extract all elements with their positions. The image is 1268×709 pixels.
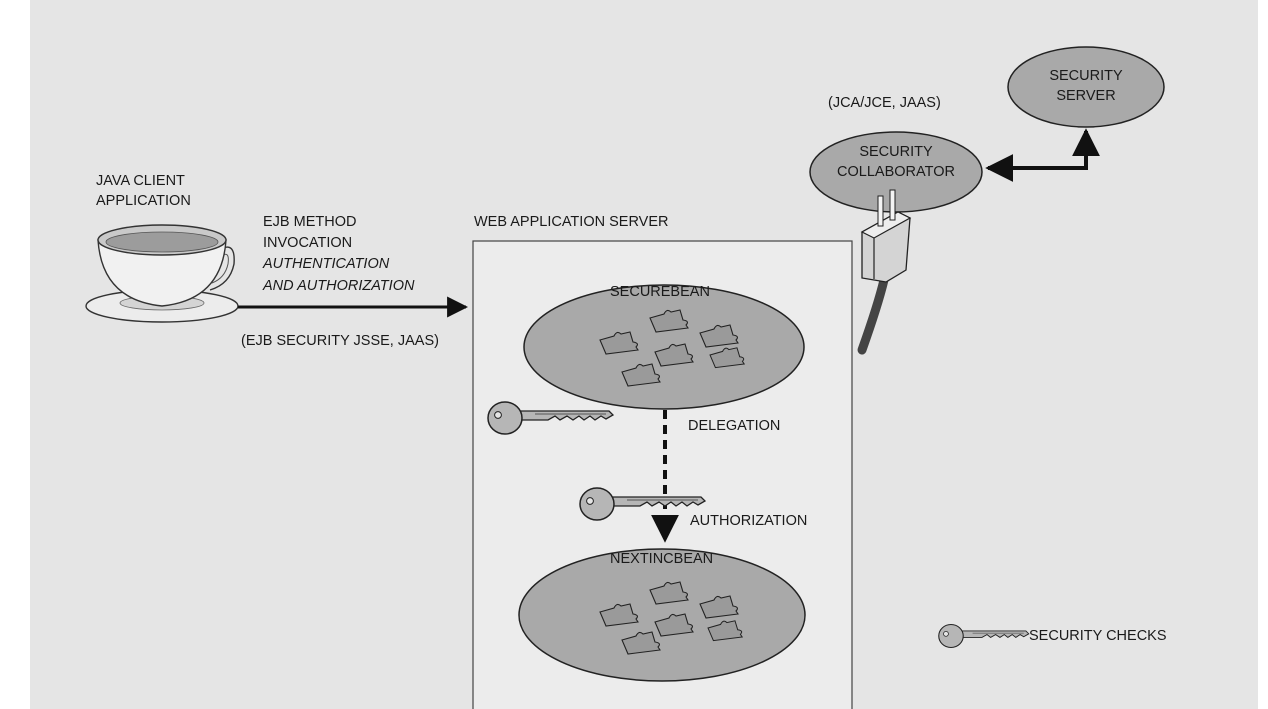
client-title-line2: APPLICATION (96, 193, 191, 209)
invocation-line3: AUTHENTICATION (263, 256, 390, 272)
invocation-line2: INVOCATION (263, 235, 353, 251)
security-server-line2: SERVER (1056, 88, 1116, 104)
security-server-line1: SECURITY (1049, 68, 1123, 84)
invocation-line4: AND AUTHORIZATION (263, 278, 415, 294)
legend-security-checks-label: SECURITY CHECKS (1029, 628, 1167, 644)
plug-connector-icon (857, 189, 912, 355)
nextincbean-ellipse (518, 548, 806, 682)
security-server-ellipse (1007, 46, 1165, 128)
securebean-ellipse (523, 284, 805, 410)
invocation-protocols: (EJB SECURITY JSSE, JAAS) (241, 333, 439, 349)
collaborator-line1: SECURITY (859, 144, 933, 160)
client-title-line1: JAVA CLIENT (96, 173, 185, 189)
invocation-line1: EJB METHOD (263, 214, 357, 230)
server-title: WEB APPLICATION SERVER (474, 214, 669, 230)
collaborator-server-connector (985, 128, 1100, 182)
nextincbean-label: NEXTINCBEAN (610, 551, 714, 567)
security-collaborator-ellipse (809, 131, 983, 213)
collaborator-line2: COLLABORATOR (837, 164, 955, 180)
securebean-label: SECUREBEAN (610, 284, 710, 300)
collaborator-protocols: (JCA/JCE, JAAS) (828, 95, 941, 111)
authorization-label: AUTHORIZATION (690, 513, 808, 529)
key-icon (938, 623, 1030, 649)
delegation-label: DELEGATION (688, 418, 781, 434)
coffee-cup-icon (85, 224, 239, 323)
